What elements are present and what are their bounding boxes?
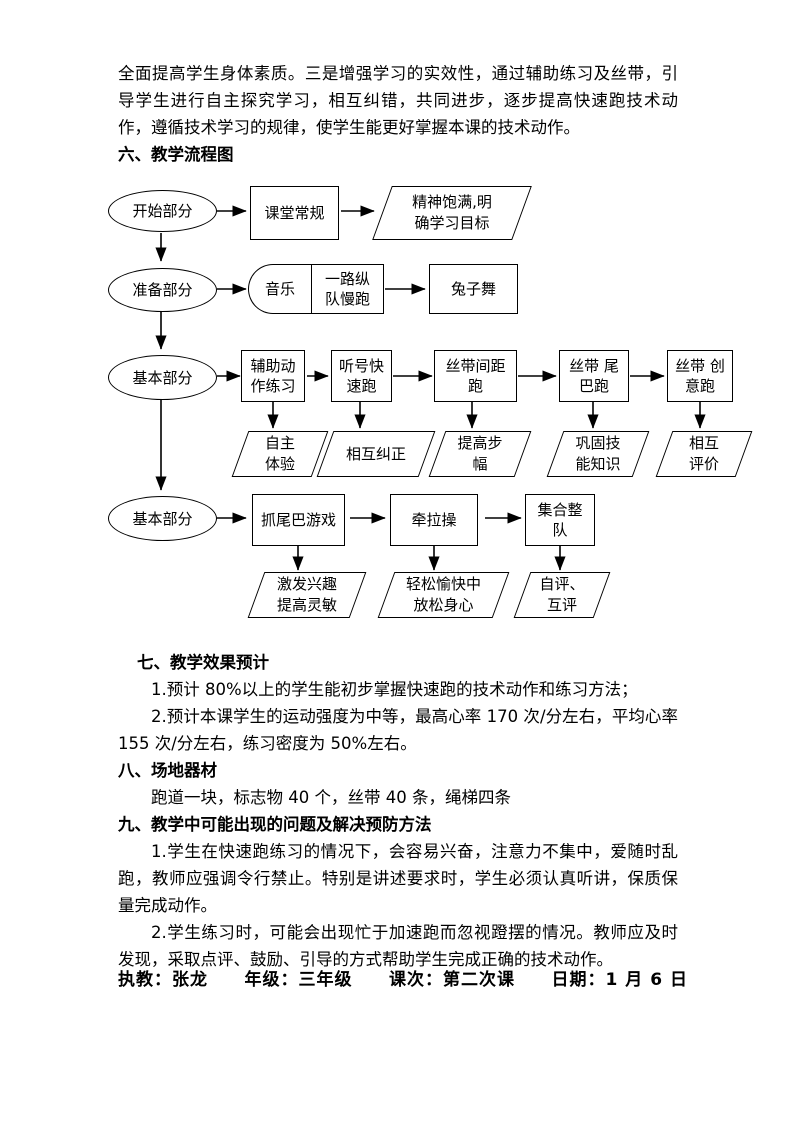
footer-teacher: 执教：张龙 xyxy=(118,970,208,990)
flow-row3-outcome-2-label: 相互纠正 xyxy=(345,444,406,463)
flow-row3-outcome-4-label: 巩固技 能知识 xyxy=(575,434,621,473)
flow-row3-outcome-1: 自主 体验 xyxy=(231,431,329,477)
flow-row1-activity-label: 课堂常规 xyxy=(264,204,325,222)
footer-line: 执教：张龙 年级：三年级 课次：第二次课 日期：1 月 6 日 xyxy=(118,965,688,990)
flow-row4-outcome-1: 激发兴趣 提高灵敏 xyxy=(247,572,367,618)
footer-date: 日期：1 月 6 日 xyxy=(551,970,688,990)
flow-row3-activity-1-label: 辅助动 作练习 xyxy=(250,357,296,395)
flow-row3-activity-3-label: 丝带间距 跑 xyxy=(445,357,506,395)
intro-paragraph: 全面提高学生身体素质。三是增强学习的实效性，通过辅助练习及丝带，引导学生进行自主… xyxy=(118,64,678,137)
section-eight-heading: 八、场地器材 xyxy=(118,761,217,780)
flow-row4-outcome-3-label: 自评、 互评 xyxy=(539,575,585,614)
flow-row1-activity: 课堂常规 xyxy=(250,186,339,240)
flow-row3-activity-2-label: 听号快 速跑 xyxy=(338,357,384,395)
flow-row3-activity-1: 辅助动 作练习 xyxy=(241,350,305,402)
flow-row4-outcome-2-label: 轻松愉快中 放松身心 xyxy=(405,575,481,614)
flow-row2-music-label: 音乐 xyxy=(264,280,295,298)
flow-row1-outcome-label: 精神饱满,明 确学习目标 xyxy=(412,193,492,232)
flow-row3-outcome-1-label: 自主 体验 xyxy=(264,434,295,473)
flow-stage-main-label: 基本部分 xyxy=(132,368,193,387)
section-nine-item-2: 2.学生练习时，可能会出现忙于加速跑而忽视蹬摆的情况。教师应及时发现，采取点评、… xyxy=(118,923,678,969)
flow-stage-end: 基本部分 xyxy=(108,496,217,541)
flow-stage-start-label: 开始部分 xyxy=(132,202,193,220)
flow-row3-outcome-3: 提高步 幅 xyxy=(428,431,532,477)
flow-row4-activity-1-label: 抓尾巴游戏 xyxy=(260,511,336,529)
flow-row4-outcome-1-label: 激发兴趣 提高灵敏 xyxy=(276,575,337,614)
flow-row3-activity-5: 丝带 创 意跑 xyxy=(667,350,733,402)
flow-row3-outcome-5: 相互 评价 xyxy=(655,431,753,477)
parallelogram-outline xyxy=(655,431,753,477)
flow-row4-activity-2-label: 牵拉操 xyxy=(411,511,457,529)
flow-row4-activity-1: 抓尾巴游戏 xyxy=(252,494,345,546)
flow-row2-music: 音乐 xyxy=(248,264,311,314)
parallelogram-outline xyxy=(428,431,532,477)
flow-row3-outcome-4: 巩固技 能知识 xyxy=(546,431,650,477)
section-nine-item-1: 1.学生在快速跑练习的情况下，会容易兴奋，注意力不集中，爱随时乱跑，教师应强调令… xyxy=(118,842,678,915)
flow-row3-activity-2: 听号快 速跑 xyxy=(331,350,392,402)
footer-grade: 年级：三年级 xyxy=(244,970,353,990)
flow-row2-next: 兔子舞 xyxy=(429,264,518,314)
section-seven-item-2: 2.预计本课学生的运动强度为中等，最高心率 170 次/分左右，平均心率 155… xyxy=(118,707,678,753)
flow-stage-prepare: 准备部分 xyxy=(108,268,217,312)
flow-stage-start: 开始部分 xyxy=(108,190,217,232)
flow-row3-activity-5-label: 丝带 创 意跑 xyxy=(675,357,725,395)
flow-row4-activity-3: 集合整 队 xyxy=(525,494,595,546)
flow-row1-outcome: 精神饱满,明 确学习目标 xyxy=(372,186,532,240)
footer-lesson: 课次：第二次课 xyxy=(389,970,516,990)
flow-row3-activity-4: 丝带 尾 巴跑 xyxy=(559,350,629,402)
parallelogram-outline xyxy=(231,431,329,477)
flow-row3-outcome-5-label: 相互 评价 xyxy=(688,434,719,473)
section-eight-body: 跑道一块，标志物 40 个，丝带 40 条，绳梯四条 xyxy=(151,788,511,807)
flow-stage-prepare-label: 准备部分 xyxy=(132,281,193,299)
parallelogram-outline xyxy=(247,572,367,618)
flow-row4-activity-3-label: 集合整 队 xyxy=(537,501,583,539)
parallelogram-outline xyxy=(316,431,436,477)
flow-row3-outcome-3-label: 提高步 幅 xyxy=(457,434,503,473)
parallelogram-outline xyxy=(513,572,611,618)
flow-row2-next-label: 兔子舞 xyxy=(450,280,496,298)
flow-stage-main: 基本部分 xyxy=(108,355,217,400)
flow-row3-activity-4-label: 丝带 尾 巴跑 xyxy=(569,357,619,395)
flow-row4-outcome-2: 轻松愉快中 放松身心 xyxy=(377,572,510,618)
section-six-heading: 六、教学流程图 xyxy=(118,145,234,164)
section-seven-heading: 七、教学效果预计 xyxy=(137,653,269,672)
flow-row2-activity: 一路纵 队慢跑 xyxy=(311,264,384,314)
parallelogram-outline xyxy=(377,572,510,618)
parallelogram-outline xyxy=(546,431,650,477)
flow-stage-end-label: 基本部分 xyxy=(132,509,193,528)
flow-row2-activity-label: 一路纵 队慢跑 xyxy=(324,270,370,308)
flow-row4-activity-2: 牵拉操 xyxy=(390,494,478,546)
flow-row4-outcome-3: 自评、 互评 xyxy=(513,572,611,618)
section-nine-heading: 九、教学中可能出现的问题及解决预防方法 xyxy=(118,815,432,834)
flow-row3-outcome-2: 相互纠正 xyxy=(316,431,436,477)
section-seven-item-1: 1.预计 80%以上的学生能初步掌握快速跑的技术动作和练习方法； xyxy=(151,680,638,699)
parallelogram-outline xyxy=(372,186,532,240)
flow-row3-activity-3: 丝带间距 跑 xyxy=(434,350,517,402)
